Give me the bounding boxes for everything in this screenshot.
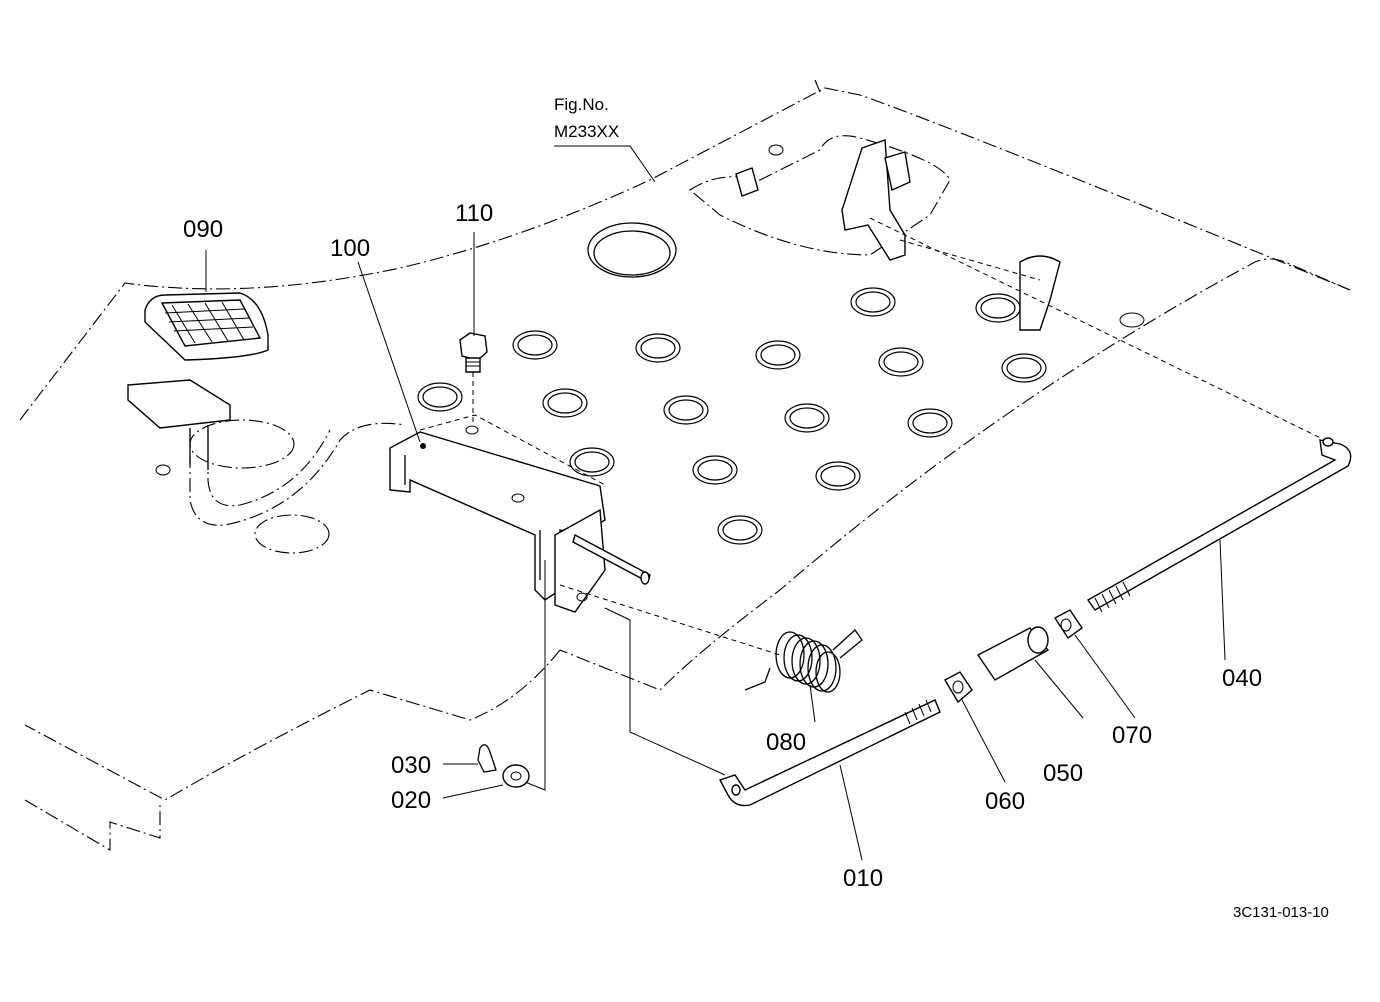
floor-ring [784, 403, 830, 433]
fig-number: M233XX [554, 122, 619, 141]
pedal-linkage [127, 379, 406, 526]
pedal-pad-090 [144, 292, 269, 361]
floor-ring [542, 388, 588, 418]
callout-100: 100 [330, 235, 370, 262]
floor-ring [850, 287, 896, 317]
floor-ring [640, 337, 676, 359]
floor-ring [517, 334, 553, 356]
floor-ring [717, 515, 763, 545]
floor-ring [912, 412, 948, 434]
floor-ring [574, 451, 610, 473]
callout-030: 030 [391, 752, 431, 779]
floor-ring [547, 392, 583, 414]
fig-label: Fig.No. [554, 95, 609, 114]
floor-ring [422, 386, 458, 408]
drawing-id: 3C131-013-10 [1233, 904, 1329, 921]
floor-plate-outline [19, 79, 1351, 851]
floor-ring [883, 351, 919, 373]
callout-060: 060 [985, 788, 1025, 815]
floor-ring [820, 465, 856, 487]
bolt-110 [459, 332, 488, 435]
bracket-100 [389, 431, 651, 613]
callout-leaders [205, 145, 1226, 861]
callout-050: 050 [1043, 760, 1083, 787]
callout-020: 020 [391, 787, 431, 814]
rear-pivot-bracket [735, 139, 1336, 446]
floor-ring [722, 519, 758, 541]
floor-ring [789, 407, 825, 429]
callout-040: 040 [1222, 665, 1262, 692]
assembly-lines [419, 414, 781, 791]
floor-ring [692, 455, 738, 485]
floor-ring [1006, 357, 1042, 379]
callout-090: 090 [183, 216, 223, 243]
floor-ring [815, 461, 861, 491]
floor-ring [635, 333, 681, 363]
floor-ring [417, 382, 463, 412]
floor-ring [697, 459, 733, 481]
floor-ring [760, 344, 796, 366]
floor-ring [855, 291, 891, 313]
callout-080: 080 [766, 729, 806, 756]
floor-ring [663, 395, 709, 425]
floor-ring [907, 408, 953, 438]
floor-plugs [155, 144, 1145, 554]
callout-010: 010 [843, 865, 883, 892]
floor-ring [1001, 353, 1047, 383]
spring-080 [744, 629, 863, 693]
floor-ring [512, 330, 558, 360]
rod-010 [718, 699, 941, 807]
floor-ring [569, 447, 615, 477]
floor-ring [755, 340, 801, 370]
callout-070: 070 [1112, 722, 1152, 749]
floor-ring [878, 347, 924, 377]
hardware-parts [477, 609, 1083, 788]
floor-ring [668, 399, 704, 421]
floor-rings [417, 287, 1047, 545]
floor-ring [980, 297, 1016, 319]
callout-110: 110 [455, 200, 493, 227]
rod-040 [1086, 437, 1352, 613]
